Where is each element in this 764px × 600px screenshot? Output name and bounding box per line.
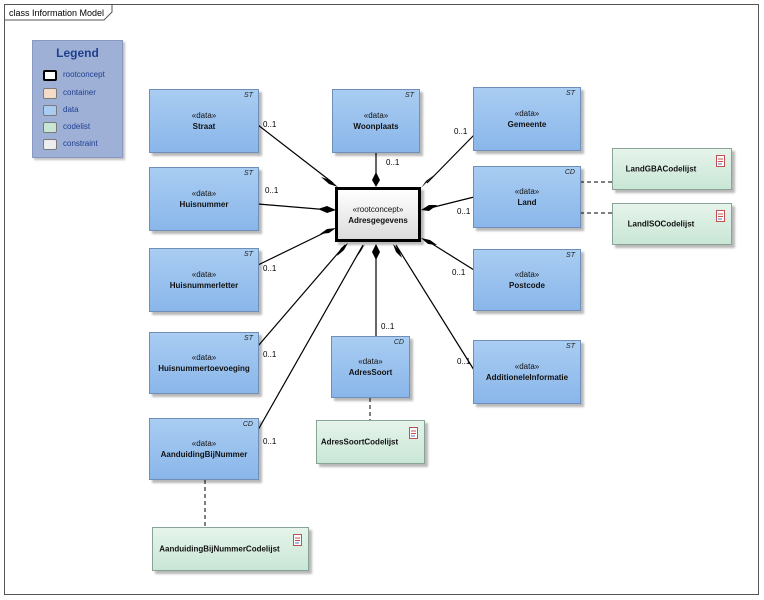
class-additioneleinformatie[interactable]: ST «data» AdditioneleInformatie — [473, 340, 581, 404]
class-adressoort[interactable]: CD «data» AdresSoort — [331, 336, 410, 398]
link-postcode — [425, 239, 475, 271]
class-tag: CD — [393, 339, 404, 346]
class-name: AdresSoort — [348, 368, 393, 377]
class-tag: ST — [244, 335, 253, 342]
multiplicity-huisnummertoevoeging: 0..1 — [263, 350, 277, 359]
class-tag: ST — [244, 92, 253, 99]
class-name: Woonplaats — [353, 122, 399, 131]
link-aanduidingbijnummer — [257, 244, 364, 431]
codelist-name: AdresSoortCodelijst — [320, 437, 399, 447]
legend-swatch-data — [43, 105, 57, 116]
codelist-adressoort[interactable]: AdresSoortCodelijst — [316, 420, 425, 464]
codelist-icon — [409, 427, 418, 439]
class-stereotype: «data» — [191, 439, 217, 448]
codelist-landiso[interactable]: LandISOCodelijst — [612, 203, 732, 245]
class-stereotype: «data» — [191, 270, 217, 279]
multiplicity-gemeente: 0..1 — [454, 127, 468, 136]
class-postcode[interactable]: ST «data» Postcode — [473, 249, 581, 311]
class-stereotype: «data» — [191, 111, 217, 120]
class-name: Gemeente — [507, 120, 547, 129]
link-huisnummertoevoeging — [257, 244, 346, 347]
class-huisnummerletter[interactable]: ST «data» Huisnummerletter — [149, 248, 259, 312]
class-stereotype: «rootconcept» — [352, 204, 404, 214]
codelist-name: LandGBACodelijst — [625, 164, 697, 174]
class-stereotype: «data» — [358, 357, 383, 366]
class-stereotype: «data» — [191, 189, 217, 198]
frame-label: class Information Model — [9, 8, 105, 18]
diamond-woonplaats — [372, 172, 380, 187]
class-straat[interactable]: ST «data» Straat — [149, 89, 259, 153]
class-adresgegevens[interactable]: «rootconcept» Adresgegevens — [335, 187, 421, 242]
class-huisnummertoevoeging[interactable]: ST «data» Huisnummertoevoeging — [149, 332, 259, 394]
multiplicity-huisnummer: 0..1 — [265, 186, 279, 195]
diamond-additioneleinformatie — [393, 244, 402, 258]
legend-swatch-constraint — [43, 139, 57, 150]
codelist-landgba[interactable]: LandGBACodelijst — [612, 148, 732, 190]
class-name: AdditioneleInformatie — [485, 373, 569, 382]
link-huisnummerletter — [257, 229, 331, 266]
codelist-aanduidingbijnummer[interactable]: AanduidingBijNummerCodelijst — [152, 527, 309, 571]
link-straat — [257, 124, 334, 184]
multiplicity-postcode: 0..1 — [452, 268, 466, 277]
legend: Legend rootconcept container data codeli… — [32, 40, 123, 158]
class-tag: CD — [564, 169, 575, 176]
multiplicity-adressoort: 0..1 — [381, 322, 395, 331]
multiplicity-land: 0..1 — [457, 207, 471, 216]
link-gemeente — [426, 134, 475, 184]
class-name: Huisnummertoevoeging — [158, 364, 250, 373]
class-tag: ST — [566, 90, 575, 97]
codelist-name: AanduidingBijNummerCodelijst — [159, 544, 280, 554]
multiplicity-woonplaats: 0..1 — [386, 158, 400, 167]
diamond-gemeente — [421, 175, 434, 188]
diamond-aanduidingbijnummer — [356, 244, 365, 258]
class-stereotype: «data» — [514, 362, 540, 371]
legend-swatch-container — [43, 88, 57, 99]
link-additioneleinformatie — [395, 244, 475, 371]
class-name: Huisnummerletter — [169, 281, 239, 290]
multiplicity-additioneleinformatie: 0..1 — [457, 357, 471, 366]
legend-swatch-codelist — [43, 122, 57, 133]
class-tag: ST — [244, 170, 253, 177]
codelist-icon — [716, 155, 725, 167]
class-stereotype: «data» — [514, 270, 540, 279]
class-aanduidingbijnummer[interactable]: CD «data» AanduidingBijNummer — [149, 418, 259, 480]
diamond-huisnummer — [318, 206, 336, 213]
codelist-name: LandISOCodelijst — [627, 219, 695, 229]
multiplicity-aanduidingbijnummer: 0..1 — [263, 437, 277, 446]
class-tag: ST — [244, 251, 253, 258]
codelist-icon — [293, 534, 302, 546]
diamond-straat — [321, 177, 338, 187]
codelist-icon — [716, 210, 725, 222]
class-name: Adresgegevens — [348, 215, 408, 225]
class-stereotype: «data» — [363, 111, 389, 120]
class-name: AanduidingBijNummer — [160, 450, 248, 459]
class-tag: ST — [566, 343, 575, 350]
class-name: Straat — [192, 122, 216, 131]
class-name: Huisnummer — [179, 200, 229, 209]
class-name: Postcode — [508, 281, 545, 290]
class-gemeente[interactable]: ST «data» Gemeente — [473, 87, 581, 151]
class-stereotype: «data» — [514, 109, 540, 118]
frame-tab — [4, 4, 113, 21]
diamond-huisnummertoevoeging — [337, 243, 348, 256]
legend-title: Legend — [56, 46, 99, 60]
multiplicity-straat: 0..1 — [263, 120, 277, 129]
class-tag: CD — [242, 421, 253, 428]
diamond-land — [421, 205, 437, 211]
class-land[interactable]: CD «data» Land — [473, 166, 581, 228]
class-tag: ST — [405, 92, 414, 99]
legend-swatch-rootconcept — [43, 70, 57, 81]
class-woonplaats[interactable]: ST «data» Woonplaats — [332, 89, 420, 153]
class-huisnummer[interactable]: ST «data» Huisnummer — [149, 167, 259, 231]
diamond-postcode — [421, 238, 437, 245]
class-stereotype: «data» — [191, 353, 217, 362]
multiplicity-huisnummerletter: 0..1 — [263, 264, 277, 273]
class-stereotype: «data» — [514, 187, 540, 196]
diamond-adressoort — [372, 244, 380, 260]
class-tag: ST — [566, 252, 575, 259]
class-name: Land — [517, 198, 537, 207]
diamond-huisnummerletter — [320, 228, 336, 234]
